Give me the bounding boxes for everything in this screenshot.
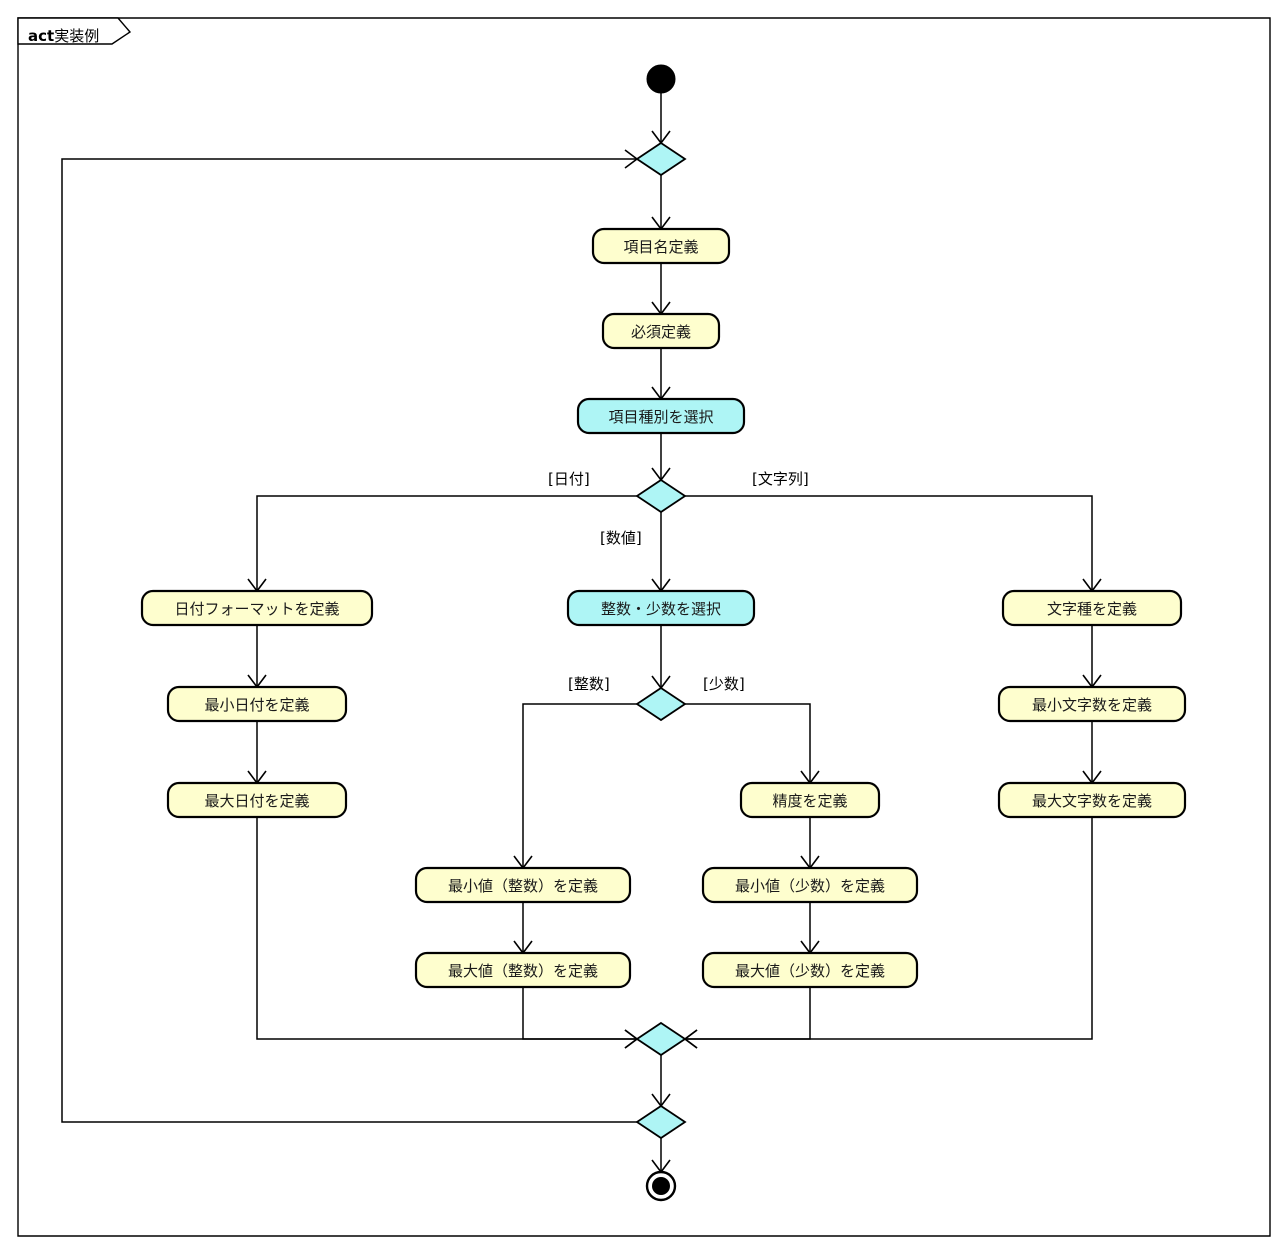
activity-label: 最小日付を定義 <box>204 696 309 714</box>
edge-dec_loop-to-merge_top <box>61 158 637 1123</box>
guard-label-guard_date: [日付] <box>548 470 590 488</box>
frame-tab <box>17 17 132 45</box>
edge-a_maxint-to-merge_bot <box>522 987 637 1040</box>
activity-label: 整数・少数を選択 <box>601 600 721 618</box>
node-a_numsel[interactable]: 整数・少数を選択 <box>566 589 756 627</box>
edge-dec_num-to-a_precision <box>685 703 811 783</box>
activity-box[interactable] <box>997 781 1187 819</box>
node-a_mindate[interactable]: 最小日付を定義 <box>166 685 348 723</box>
activity-label: 最大値（少数）を定義 <box>735 962 885 980</box>
final-node[interactable] <box>645 1170 677 1202</box>
edge-dec_type-to-a_datefmt <box>256 495 637 591</box>
activity-box[interactable] <box>997 685 1187 723</box>
frame-label-name: 実装例 <box>54 27 99 45</box>
frame-label-kind: act <box>28 27 54 45</box>
decision-diamond-dec_num[interactable] <box>635 686 687 722</box>
activity-box[interactable] <box>166 781 348 819</box>
activity-box[interactable] <box>1001 589 1183 627</box>
activity-box[interactable] <box>701 866 919 904</box>
activity-box[interactable] <box>140 589 374 627</box>
guard-label-guard_int: [整数] <box>568 675 610 693</box>
node-dec_num[interactable] <box>635 686 687 722</box>
decision-diamond-dec_type[interactable] <box>635 478 687 514</box>
node-a_maxdec[interactable]: 最大値（少数）を定義 <box>701 951 919 989</box>
node-a_name[interactable]: 項目名定義 <box>591 227 731 265</box>
node-a_minchar[interactable]: 最小文字数を定義 <box>997 685 1187 723</box>
activity-box[interactable] <box>739 781 881 819</box>
node-a_maxdate[interactable]: 最大日付を定義 <box>166 781 348 819</box>
node-a_mindec[interactable]: 最小値（少数）を定義 <box>701 866 919 904</box>
edge-dec_num-to-a_minint <box>522 703 637 868</box>
node-a_maxint[interactable]: 最大値（整数）を定義 <box>414 951 632 989</box>
activity-label: 最小値（少数）を定義 <box>735 877 885 895</box>
activity-label: 最大文字数を定義 <box>1032 792 1152 810</box>
activity-box[interactable] <box>591 227 731 265</box>
activity-label: 項目種別を選択 <box>608 408 713 426</box>
node-a_required[interactable]: 必須定義 <box>601 312 721 350</box>
initial-node[interactable] <box>646 64 676 94</box>
activity-box[interactable] <box>566 589 756 627</box>
node-dec_type[interactable] <box>635 478 687 514</box>
frame-border <box>17 17 1271 1237</box>
edge-dec_type-to-a_chartype <box>685 495 1093 591</box>
activity-label: 日付フォーマットを定義 <box>174 600 339 618</box>
activity-box[interactable] <box>414 951 632 989</box>
diagram-frame: act実装例 <box>17 17 1271 1237</box>
node-merge_top[interactable] <box>635 141 687 177</box>
activity-label: 文字種を定義 <box>1047 600 1137 618</box>
merge-diamond-merge_top[interactable] <box>635 141 687 177</box>
node-a_precision[interactable]: 精度を定義 <box>739 781 881 819</box>
activity-label: 最大値（整数）を定義 <box>448 962 598 980</box>
guard-labels-layer: [日付] [文字列] [数値] [整数] [少数] <box>548 470 809 693</box>
guard-label-guard_string: [文字列] <box>752 470 809 488</box>
node-a_minint[interactable]: 最小値（整数）を定義 <box>414 866 632 904</box>
edge-a_maxdate-to-merge_bot <box>256 817 637 1040</box>
activity-label: 項目名定義 <box>623 238 698 256</box>
decision-diamond-dec_loop[interactable] <box>635 1104 687 1140</box>
activity-label: 最小値（整数）を定義 <box>448 877 598 895</box>
node-dec_loop[interactable] <box>635 1104 687 1140</box>
guard-label-guard_number: [数値] <box>600 529 642 547</box>
activity-box[interactable] <box>166 685 348 723</box>
activity-label: 精度を定義 <box>772 792 847 810</box>
node-a_kindsel[interactable]: 項目種別を選択 <box>576 397 746 435</box>
activity-box[interactable] <box>576 397 746 435</box>
activity-label: 必須定義 <box>631 323 691 341</box>
edge-a_maxchar-to-merge_bot <box>685 817 1093 1040</box>
activity-box[interactable] <box>601 312 721 350</box>
guard-label-guard_dec: [少数] <box>703 675 745 693</box>
merge-diamond-merge_bot[interactable] <box>635 1021 687 1057</box>
node-a_chartype[interactable]: 文字種を定義 <box>1001 589 1183 627</box>
node-a_datefmt[interactable]: 日付フォーマットを定義 <box>140 589 374 627</box>
node-merge_bot[interactable] <box>635 1021 687 1057</box>
activity-label: 最小文字数を定義 <box>1032 696 1152 714</box>
activity-box[interactable] <box>701 951 919 989</box>
activity-label: 最大日付を定義 <box>204 792 309 810</box>
frame-label: act実装例 <box>28 27 99 45</box>
activity-box[interactable] <box>414 866 632 904</box>
node-a_maxchar[interactable]: 最大文字数を定義 <box>997 781 1187 819</box>
